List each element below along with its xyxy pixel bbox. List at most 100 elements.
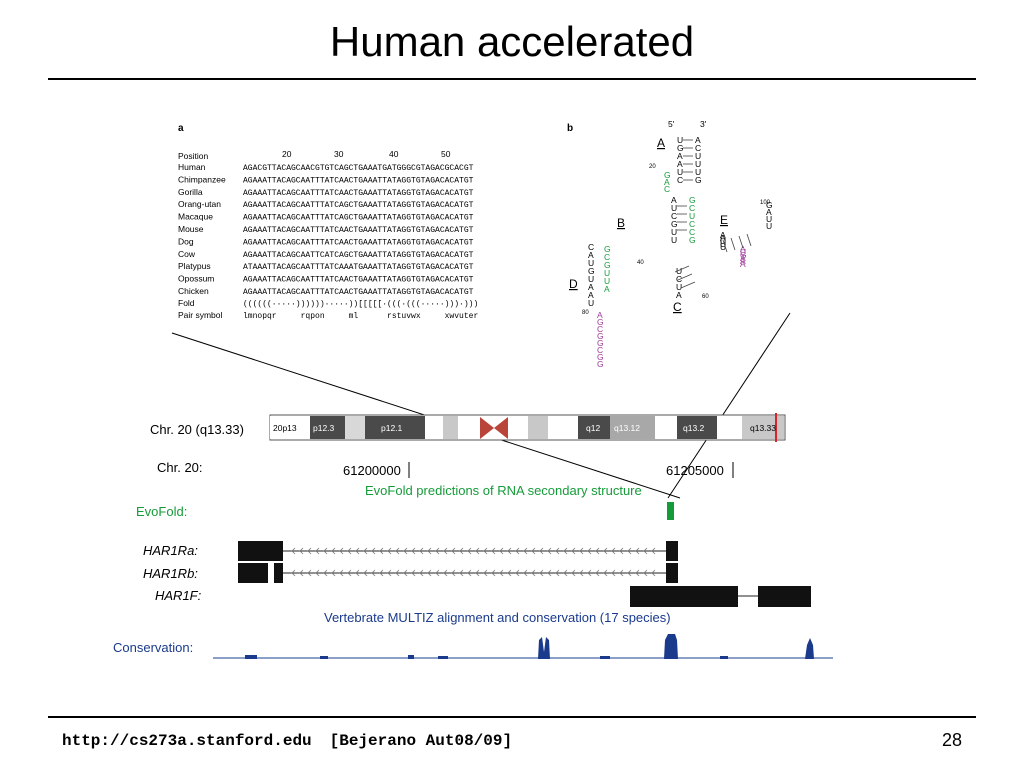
nucleotide: C [689, 219, 695, 229]
nucleotide: C [677, 175, 683, 185]
gene-label-har1f: HAR1F: [155, 588, 202, 603]
strand-arrow [603, 569, 608, 577]
nucleotide: G [597, 331, 604, 341]
strand-arrow [291, 569, 296, 577]
footer-divider [48, 716, 976, 718]
nucleotide: U [588, 298, 594, 308]
strand-arrow [571, 547, 576, 555]
nucleotide: G [597, 317, 604, 327]
base-pair-lines [674, 139, 752, 289]
band-label: q13.33 [750, 423, 776, 433]
alignment-row: Mouse AGAAATTACAGCAATTTATCAACTGAAATTATAGG… [178, 224, 474, 235]
nt-number: 60 [702, 294, 709, 300]
band [528, 416, 548, 439]
gene-har1f [630, 586, 811, 607]
species-sequence: AGAAATTACAGCAATTTATCAGCTGAAATTATAGGTGTAG… [243, 201, 474, 210]
band-label: q13.2 [683, 423, 705, 433]
strand-arrow [451, 547, 456, 555]
helix-label-a: A [657, 136, 665, 150]
strand-arrow [563, 547, 568, 555]
band [310, 416, 345, 439]
strand-arrow [307, 569, 312, 577]
nucleotide: U [720, 242, 726, 252]
species-sequence: AGAAATTACAGCAATTTATCAACTGAAATTATAGGTGTAG… [243, 226, 474, 235]
nucleotide: C [664, 184, 670, 194]
strand-arrow [579, 547, 584, 555]
band [548, 416, 578, 439]
strand-arrow [419, 569, 424, 577]
conservation-track [213, 634, 833, 659]
strand-arrow [323, 547, 328, 555]
nucleotide: U [766, 214, 772, 224]
panel-b-label: b [567, 123, 573, 134]
strand-arrow [435, 547, 440, 555]
strand-arrow [515, 569, 520, 577]
strand-arrow [475, 547, 480, 555]
strand-arrow [395, 547, 400, 555]
chromosome-label: Chr. 20 (q13.33) [150, 422, 244, 437]
centromere [494, 417, 508, 439]
band [345, 416, 365, 439]
strand-arrow [299, 547, 304, 555]
fold-label: Fold [178, 298, 195, 308]
strand-arrow [395, 569, 400, 577]
nucleotide: G [689, 195, 696, 205]
nucleotide: G [604, 244, 611, 254]
nucleotide: U [676, 282, 682, 292]
strand-arrow [419, 547, 424, 555]
strand-arrow [507, 547, 512, 555]
centromere [480, 417, 494, 439]
strand-arrow [611, 547, 616, 555]
strand-arrow [411, 569, 416, 577]
gene-har1rb [238, 563, 678, 583]
band [677, 416, 717, 439]
nucleotide: A [588, 290, 594, 300]
strand-arrow [323, 569, 328, 577]
nucleotide: A [740, 244, 746, 254]
helix-label-d: D [569, 277, 578, 291]
strand-arrow [363, 547, 368, 555]
strand-arrow [531, 569, 536, 577]
strand-arrow [371, 569, 376, 577]
nucleotide: A [766, 207, 772, 217]
strand-arrow [627, 569, 632, 577]
strand-arrow [387, 547, 392, 555]
strand-arrow [603, 547, 608, 555]
strand-arrow [619, 569, 624, 577]
five-prime-end: 5' [668, 119, 675, 129]
species-name: Orang-utan [178, 199, 221, 209]
band [270, 416, 310, 439]
nucleotide: C [695, 143, 701, 153]
nucleotide: G [766, 200, 773, 210]
strand-arrow [371, 547, 376, 555]
strand-arrow [299, 569, 304, 577]
species-sequence: AGAAATTACAGCAATTTATCAACTGAAATTATAGGTGTAG… [243, 238, 474, 247]
nucleotide: G [597, 359, 604, 369]
nucleotide: U [689, 211, 695, 221]
alignment-row: Orang-utan AGAAATTACAGCAATTTATCAGCTGAAATT… [178, 199, 474, 210]
helix-label-c: C [673, 300, 682, 314]
strand-arrow [355, 547, 360, 555]
evofold-track-label: EvoFold: [136, 504, 187, 519]
nucleotide: A [720, 233, 726, 243]
species-name: Cow [178, 249, 196, 259]
band [508, 416, 528, 439]
strand-arrow [595, 547, 600, 555]
nucleotide: G [695, 175, 702, 185]
strand-arrow [539, 547, 544, 555]
strand-arrow [427, 569, 432, 577]
strand-arrow [635, 547, 640, 555]
strand-arrow [467, 547, 472, 555]
helix-label-e: E [720, 213, 728, 227]
coordinate-tick: 61200000 [343, 463, 401, 478]
strand-arrow [347, 569, 352, 577]
nucleotide: G [689, 235, 696, 245]
strand-arrow [363, 569, 368, 577]
species-name: Human [178, 162, 206, 172]
species-name: Mouse [178, 224, 204, 234]
strand-arrow [651, 569, 656, 577]
band [443, 416, 458, 439]
helix-label-b: B [617, 216, 625, 230]
strand-arrow [507, 569, 512, 577]
